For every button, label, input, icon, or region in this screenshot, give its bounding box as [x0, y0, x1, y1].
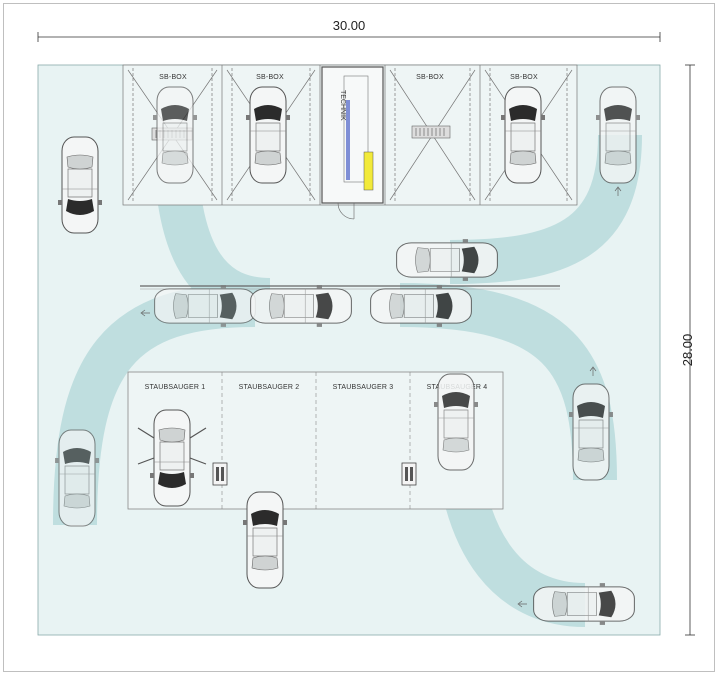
- dimension-lines: [37, 32, 695, 636]
- vacuum-3-label: STAUBSAUGER 3: [333, 384, 394, 391]
- car-right-top: [595, 86, 641, 184]
- vacuum-1-label: STAUBSAUGER 1: [145, 384, 206, 391]
- car-bottom-right: [533, 582, 635, 626]
- vacuum-2-label: STAUBSAUGER 2: [239, 384, 300, 391]
- vacuum-unit-4: [401, 462, 417, 486]
- wash-brush-3: [411, 125, 451, 139]
- sb-box-3-label: SB-BOX: [416, 74, 444, 81]
- car-rail-2: [250, 284, 352, 328]
- sb-box-4-label: SB-BOX: [510, 74, 538, 81]
- car-left-top: [57, 136, 103, 234]
- vacuum-unit-1: [212, 462, 228, 486]
- car-vacuum-4: [433, 373, 479, 471]
- car-mid-upper: [396, 238, 498, 282]
- car-left-bottom: [54, 429, 100, 527]
- car-rail-3: [370, 284, 472, 328]
- car-in-box-4: [500, 86, 546, 184]
- car-bottom-center: [242, 491, 288, 589]
- car-right-mid: [568, 383, 614, 481]
- drawing-frame: [3, 3, 715, 672]
- width-dimension: 30.00: [333, 18, 366, 33]
- sb-box-1-label: SB-BOX: [159, 74, 187, 81]
- height-dimension: 28.00: [680, 334, 695, 367]
- car-in-box-1: [152, 86, 198, 184]
- sb-box-2-label: SB-BOX: [256, 74, 284, 81]
- technik-label: TECHNIK: [339, 90, 346, 121]
- technik-room: [321, 66, 384, 220]
- direction-arrows: [140, 186, 622, 608]
- car-vacuum-1: [137, 409, 207, 507]
- car-rail-1: [154, 284, 256, 328]
- car-in-box-2: [245, 86, 291, 184]
